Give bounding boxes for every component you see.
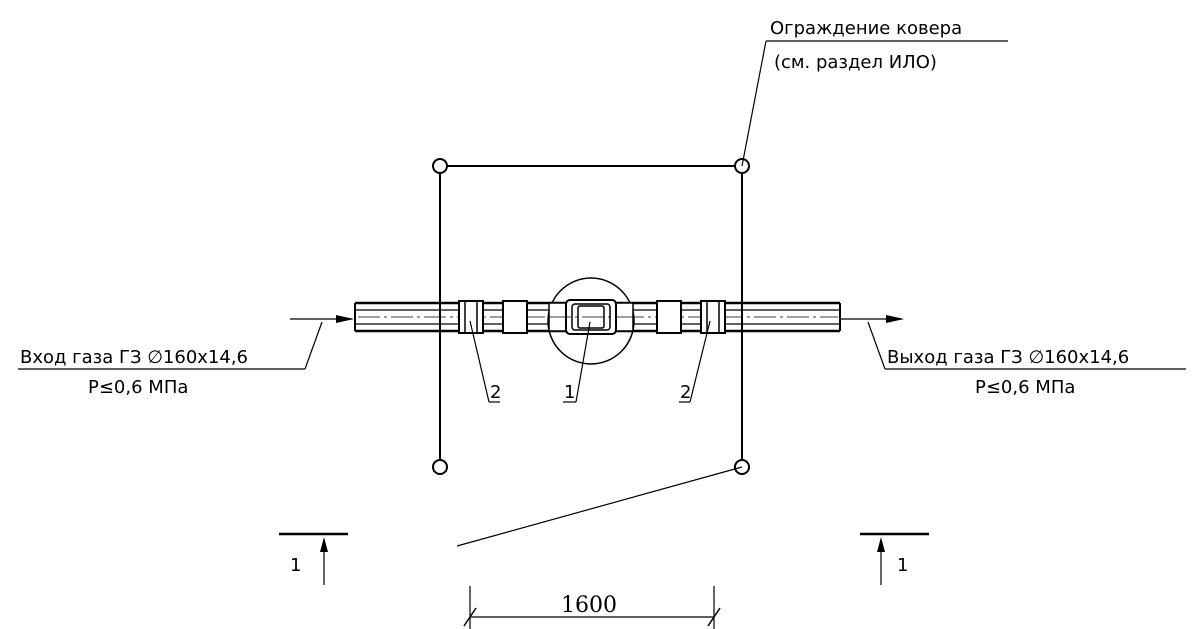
fence-reference-label: (см. раздел ИЛО): [774, 52, 937, 73]
leader-lines: [18, 40, 1186, 547]
inlet-arrow: [290, 315, 354, 323]
coupling-left: [502, 300, 528, 334]
fence-enclosure: [432, 158, 750, 475]
dimension-value: 1600: [561, 593, 617, 618]
fence-post-top-left: [432, 158, 448, 174]
valve-assembly: [547, 277, 635, 365]
insulating-joint-right: [700, 300, 726, 334]
inlet-label: Вход газа ГЗ ∅160х14,6: [20, 347, 248, 368]
outlet-label: Выход газа ГЗ ∅160х14,6: [887, 347, 1129, 368]
section-mark-left: 1: [279, 532, 348, 585]
section-label-right: 1: [897, 555, 908, 576]
position-2-right: 2: [680, 382, 691, 403]
inlet-pressure-label: Р≤0,6 МПа: [88, 377, 188, 398]
fence-label: Ограждение ковера: [770, 18, 962, 39]
carpet-circle: [547, 277, 635, 365]
section-mark-right: 1: [860, 532, 929, 585]
position-2-left: 2: [490, 382, 501, 403]
insulating-joint-left: [458, 300, 484, 334]
section-label-left: 1: [290, 555, 301, 576]
outlet-arrow: [840, 315, 904, 323]
position-1: 1: [564, 382, 575, 403]
fence-post-bottom-left: [432, 459, 448, 475]
coupling-right: [656, 300, 682, 334]
outlet-pressure-label: Р≤0,6 МПа: [975, 377, 1075, 398]
pipe-fittings: [458, 300, 726, 334]
dimension-1600: 1600: [463, 586, 721, 629]
